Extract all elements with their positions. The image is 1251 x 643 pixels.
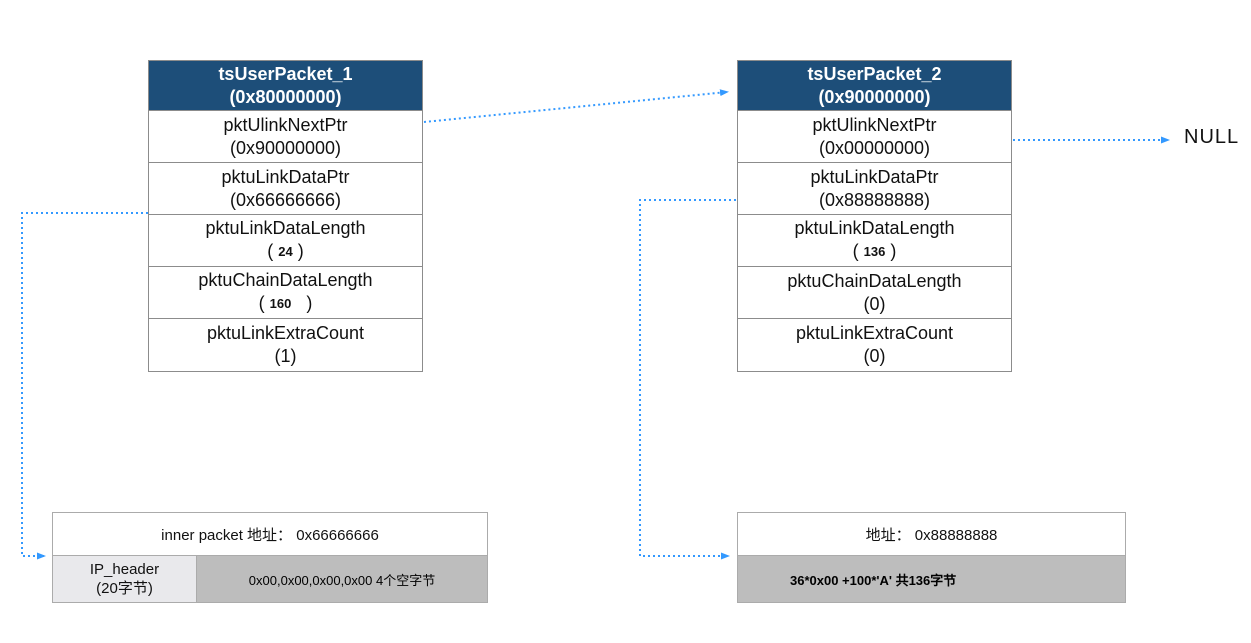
packet1-title: tsUserPacket_1 bbox=[218, 63, 353, 84]
field-value: ( 136 ) bbox=[852, 241, 897, 261]
field-value: (0) bbox=[863, 293, 886, 314]
field-label: pktUlinkNextPtr bbox=[812, 114, 937, 135]
packet2-row-chainlength: pktuChainDataLength (0) bbox=[738, 267, 1011, 319]
buffer2-body: 36*0x00 +100*'A' 共136字节 bbox=[738, 556, 1125, 602]
field-label: pktuChainDataLength bbox=[787, 270, 962, 291]
ip-header-label: IP_header bbox=[89, 561, 160, 578]
field-label: pktuLinkDataLength bbox=[794, 218, 955, 238]
field-value: (0x88888888) bbox=[818, 189, 931, 210]
packet1-row-datalength: pktuLinkDataLength ( 24 ) bbox=[149, 215, 422, 267]
packet2-row-extracount: pktuLinkExtraCount (0) bbox=[738, 319, 1011, 371]
buffer1-ip-header-cell: IP_header (20字节) bbox=[53, 556, 197, 602]
arrow-next1-to-packet2 bbox=[423, 89, 729, 123]
field-label: pktuLinkExtraCount bbox=[795, 323, 954, 343]
buffer-box-1: inner packet 地址： 0x66666666 IP_header (2… bbox=[52, 512, 488, 603]
packet1-header: tsUserPacket_1 (0x80000000) bbox=[149, 61, 422, 111]
ip-header-size: (20字节) bbox=[96, 580, 153, 597]
buffer1-title: inner packet 地址： 0x66666666 bbox=[53, 513, 487, 556]
packet1-row-chainlength: pktuChainDataLength ( 160 ) bbox=[149, 267, 422, 319]
packet2-row-nextptr: pktUlinkNextPtr (0x00000000) bbox=[738, 111, 1011, 163]
packet2-header: tsUserPacket_2 (0x90000000) bbox=[738, 61, 1011, 111]
field-value: (0x66666666) bbox=[229, 189, 342, 210]
buffer2-title: 地址： 0x88888888 bbox=[738, 513, 1125, 556]
packet2-row-dataptr: pktuLinkDataPtr (0x88888888) bbox=[738, 163, 1011, 215]
packet-table-1: tsUserPacket_1 (0x80000000) pktUlinkNext… bbox=[148, 60, 423, 372]
field-value: ( 160 ) bbox=[258, 293, 313, 313]
packet-table-2: tsUserPacket_2 (0x90000000) pktUlinkNext… bbox=[737, 60, 1012, 372]
packet1-address: (0x80000000) bbox=[229, 86, 342, 107]
field-label: pktuChainDataLength bbox=[198, 270, 373, 290]
field-label: pktuLinkDataPtr bbox=[810, 166, 939, 187]
field-label: pktuLinkDataLength bbox=[205, 218, 366, 238]
packet2-title: tsUserPacket_2 bbox=[807, 63, 942, 84]
field-value: (1) bbox=[274, 346, 297, 366]
field-label: pktuLinkDataPtr bbox=[221, 166, 350, 187]
field-label: pktUlinkNextPtr bbox=[223, 114, 348, 135]
field-value: (0x00000000) bbox=[818, 137, 931, 158]
buffer-box-2: 地址： 0x88888888 36*0x00 +100*'A' 共136字节 bbox=[737, 512, 1126, 603]
buffer2-data-cell: 36*0x00 +100*'A' 共136字节 bbox=[738, 556, 1125, 602]
field-value: ( 24 ) bbox=[267, 241, 304, 261]
buffer1-body: IP_header (20字节) 0x00,0x00,0x00,0x00 4个空… bbox=[53, 556, 487, 602]
field-label: pktuLinkExtraCount bbox=[206, 323, 365, 343]
buffer1-data-cell: 0x00,0x00,0x00,0x00 4个空字节 bbox=[197, 556, 487, 602]
packet1-row-extracount: pktuLinkExtraCount (1) bbox=[149, 319, 422, 371]
packet1-row-dataptr: pktuLinkDataPtr (0x66666666) bbox=[149, 163, 422, 215]
null-pointer-label: NULL bbox=[1184, 126, 1240, 148]
packet2-address: (0x90000000) bbox=[818, 86, 931, 107]
field-value: (0x90000000) bbox=[229, 137, 342, 158]
packet1-row-nextptr: pktUlinkNextPtr (0x90000000) bbox=[149, 111, 422, 163]
packet2-row-datalength: pktuLinkDataLength ( 136 ) bbox=[738, 215, 1011, 267]
arrow-dataptr1-to-buffer1 bbox=[21, 212, 148, 560]
field-value: (0) bbox=[863, 346, 886, 366]
arrow-dataptr2-to-buffer2 bbox=[639, 199, 736, 560]
